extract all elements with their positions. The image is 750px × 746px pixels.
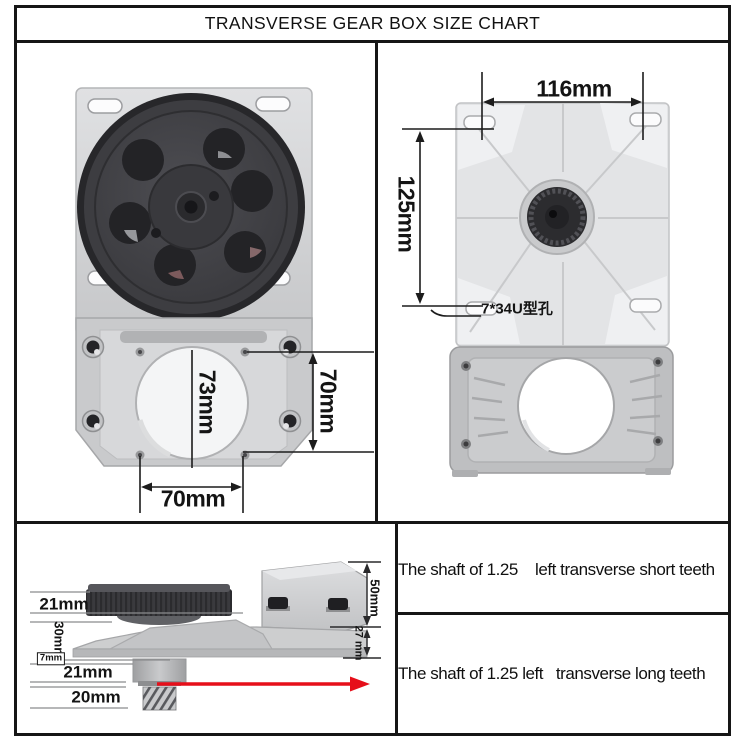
side-output-hub: [132, 658, 187, 686]
front-dimension-arrowheads: [141, 353, 318, 492]
front-mount-casting: [75, 317, 313, 467]
spec-row-short-teeth: The shaft of 1.25 left transverse short …: [398, 559, 715, 579]
dim-bore-diameter: 73mm: [194, 369, 221, 435]
gearbox-front-view-image: [75, 87, 374, 513]
top-dimension-arrowheads: [415, 97, 642, 304]
row-separator: [14, 521, 731, 524]
side-dimension-arrowheads: [363, 563, 371, 656]
dim-plate-length: 125mm: [393, 175, 420, 253]
dim-base-height: 27 mm: [352, 625, 365, 661]
dim-hole-spacing-vertical: 70mm: [315, 368, 342, 434]
dim-gear-thickness: 21mm: [39, 594, 89, 614]
dim-hole-spacing-horizontal: 70mm: [160, 485, 226, 512]
main-column-divider: [375, 43, 378, 521]
bottom-casting: [449, 346, 674, 477]
side-worm-shaft: [142, 686, 177, 711]
bottom-column-divider: [395, 524, 398, 733]
top-dimension-lines: [402, 72, 644, 317]
dim-hub-height: 21mm: [63, 662, 113, 682]
side-cone: [109, 619, 274, 650]
side-dimension-lines: [330, 561, 381, 659]
dim-housing-height: 50mm: [367, 579, 383, 617]
side-gear-disc: [86, 584, 232, 625]
gearbox-side-view-image: [30, 561, 381, 711]
output-shaft-arrow: [157, 676, 370, 692]
dim-shaft-length: 20mm: [71, 687, 121, 707]
spec-row-long-teeth: The shaft of 1.25 left transverse long t…: [398, 663, 706, 683]
mount-bolts: [81, 335, 302, 433]
title-separator: [14, 40, 731, 43]
front-dimension-lines: [139, 350, 374, 513]
page-title: TRANSVERSE GEAR BOX SIZE CHART: [204, 12, 541, 33]
dim-plate-thickness: 7mm: [36, 652, 66, 666]
gearbox-top-view-image: [402, 72, 674, 477]
dim-hole-span-width: 116mm: [536, 75, 612, 102]
center-gear-hub: [519, 179, 595, 255]
label-slot-note: 7*34U型孔: [481, 300, 553, 318]
pulley-wheel: [77, 93, 305, 321]
top-plate: [455, 102, 670, 347]
side-housing: [261, 561, 368, 632]
spec-row-divider: [398, 612, 731, 615]
